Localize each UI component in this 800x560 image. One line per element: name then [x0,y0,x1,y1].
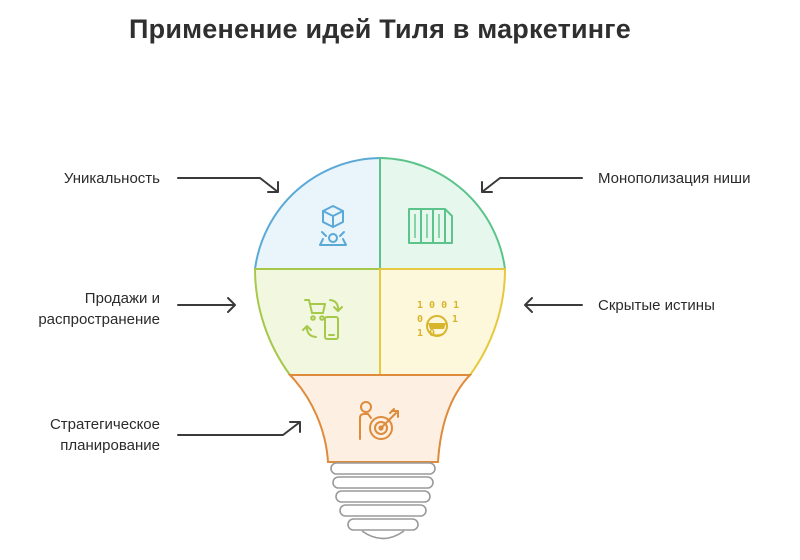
binary-mask-icon: 1 0 0 1 0 1 1 0 [417,300,459,339]
diagram-title: Применение идей Тиля в маркетинге [129,14,631,44]
arrow-sales [177,297,236,313]
label-strategy-line2: планирование [60,437,160,454]
binary-row-2: 0 [417,314,423,325]
binary-row-4: 1 0 [417,328,435,339]
label-strategy: Стратегическое планирование [50,414,160,456]
connector-arrows [177,177,583,436]
label-sales: Продажи и распространение [38,288,160,330]
binary-row-3: 1 [452,314,458,325]
person-target-icon [359,401,399,440]
segment-strategy [287,374,473,463]
arrow-secrets [524,297,583,313]
segment-secrets [379,268,507,376]
label-uniqueness: Уникальность [63,170,160,187]
arrow-monopoly [481,177,583,193]
cart-phone-icon [302,299,343,340]
label-sales-line1: Продажи и [84,290,160,307]
binary-row-1: 1 0 0 1 [417,300,459,311]
label-monopoly: Монополизация ниши [598,170,751,187]
columns-icon [408,208,453,244]
label-strategy-line1: Стратегическое [49,416,160,433]
arrow-strategy [177,421,301,436]
segment-uniqueness [253,156,381,270]
robot-arm-cube-icon [319,205,347,246]
arrow-uniqueness [177,177,279,193]
bulb-base [330,462,436,540]
segment-monopoly [379,156,507,270]
label-sales-line2: распространение [38,311,160,328]
label-secrets: Скрытые истины [598,297,715,314]
segment-sales [253,268,381,376]
